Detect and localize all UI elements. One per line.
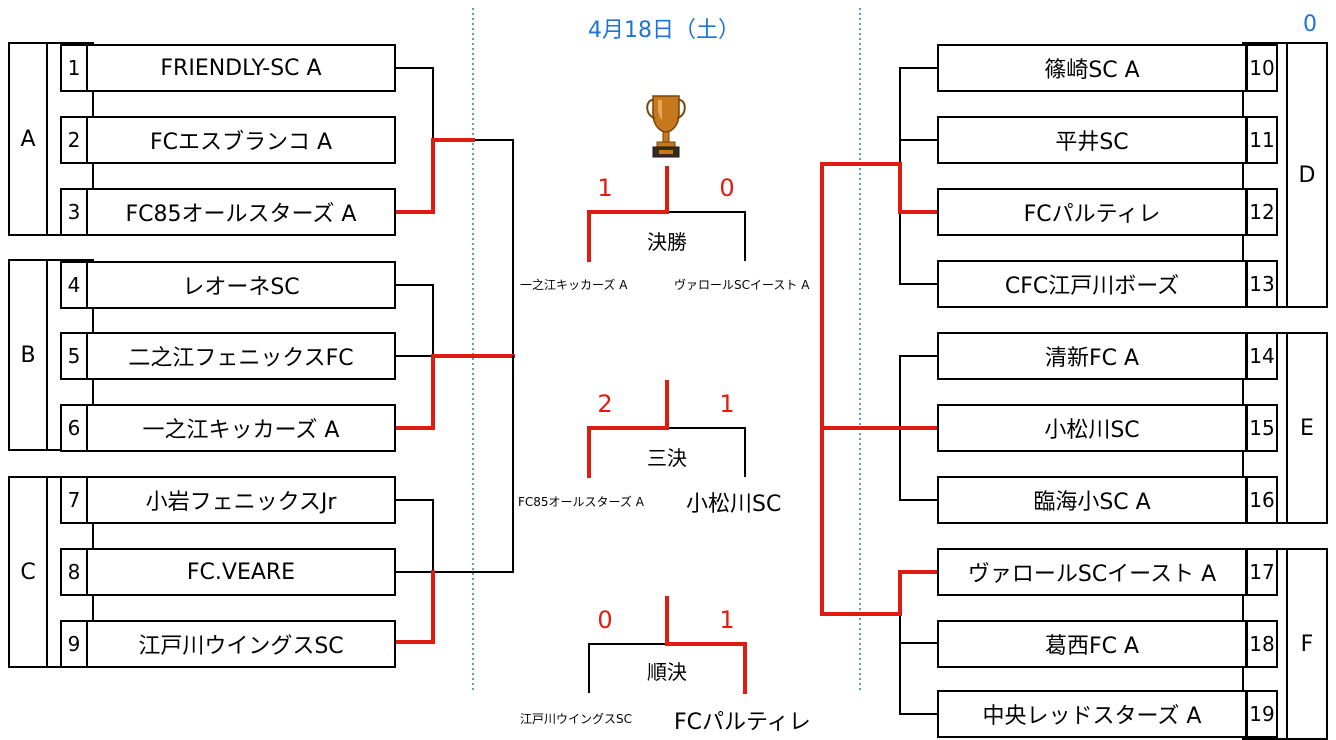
group-b-label: B <box>20 342 36 368</box>
final-label: 決勝 <box>647 230 687 254</box>
team-6-name: 一之江キッカーズ A <box>86 404 396 452</box>
team-4-number: 4 <box>60 261 88 309</box>
fifth-team-left: 江戸川ウイングスSC <box>520 712 632 726</box>
team-2-number: 2 <box>60 116 88 164</box>
team-12-number: 12 <box>1246 188 1278 236</box>
team-19-name: 中央レッドスターズ A <box>937 690 1247 738</box>
team-17-name: ヴァロールSCイースト A <box>937 548 1247 596</box>
team-13-number: 13 <box>1246 260 1278 308</box>
group-e-box: E <box>1286 332 1328 524</box>
group-f-box: F <box>1286 548 1328 740</box>
fifth-place-label: 順決 <box>647 660 687 684</box>
team-14-name: 清新FC A <box>937 332 1247 380</box>
group-a-label: A <box>20 126 36 152</box>
third-score-right: 1 <box>719 390 735 418</box>
team-13-name: CFC江戸川ボーズ <box>937 260 1247 308</box>
group-d-label: D <box>1298 162 1316 188</box>
team-3-name: FC85オールスターズ A <box>86 188 396 236</box>
team-7-name: 小岩フェニックスJr <box>86 476 396 524</box>
team-9-name: 江戸川ウイングスSC <box>86 620 396 668</box>
team-12-name: FCパルティレ <box>937 188 1247 236</box>
final-score-right: 0 <box>719 174 735 202</box>
final-team-right: ヴァロールSCイースト A <box>674 278 810 292</box>
team-5-number: 5 <box>60 332 88 380</box>
team-1-name: FRIENDLY-SC A <box>86 44 396 92</box>
counter-value: 0 <box>1303 12 1317 37</box>
team-6-number: 6 <box>60 404 88 452</box>
third-score-left: 2 <box>597 390 613 418</box>
team-16-name: 臨海小SC A <box>937 476 1247 524</box>
trophy-icon <box>643 92 689 158</box>
team-8-number: 8 <box>60 548 88 596</box>
team-8-name: FC.VEARE <box>86 548 396 596</box>
group-c-label: C <box>20 559 36 585</box>
final-score-left: 1 <box>597 174 613 202</box>
team-11-number: 11 <box>1246 116 1278 164</box>
group-c-box: C <box>8 476 48 668</box>
fifth-team-right: FCパルティレ <box>674 710 811 735</box>
group-e-label: E <box>1300 415 1314 441</box>
team-14-number: 14 <box>1246 332 1278 380</box>
team-4-name: レオーネSC <box>86 261 396 309</box>
group-b-box: B <box>8 259 48 451</box>
team-19-number: 19 <box>1246 690 1278 738</box>
team-18-name: 葛西FC A <box>937 620 1247 668</box>
team-11-name: 平井SC <box>937 116 1247 164</box>
group-d-box: D <box>1286 42 1328 308</box>
team-17-number: 17 <box>1246 548 1278 596</box>
third-team-left: FC85オールスターズ A <box>518 495 644 509</box>
team-5-name: 二之江フェニックスFC <box>86 332 396 380</box>
third-team-right: 小松川SC <box>686 492 782 517</box>
team-15-name: 小松川SC <box>937 404 1247 452</box>
match-date: 4月18日（土） <box>588 18 740 43</box>
fifth-score-left: 0 <box>597 606 613 634</box>
team-7-number: 7 <box>60 476 88 524</box>
team-3-number: 3 <box>60 188 88 236</box>
team-10-number: 10 <box>1246 44 1278 92</box>
final-team-left: 一之江キッカーズ A <box>520 278 628 292</box>
team-1-number: 1 <box>60 44 88 92</box>
team-9-number: 9 <box>60 620 88 668</box>
team-16-number: 16 <box>1246 476 1278 524</box>
team-2-name: FCエスブランコ A <box>86 116 396 164</box>
third-place-label: 三決 <box>647 446 687 470</box>
team-18-number: 18 <box>1246 620 1278 668</box>
team-10-name: 篠崎SC A <box>937 44 1247 92</box>
team-15-number: 15 <box>1246 404 1278 452</box>
group-f-label: F <box>1300 631 1314 657</box>
group-a-box: A <box>8 42 48 236</box>
fifth-score-right: 1 <box>719 606 735 634</box>
